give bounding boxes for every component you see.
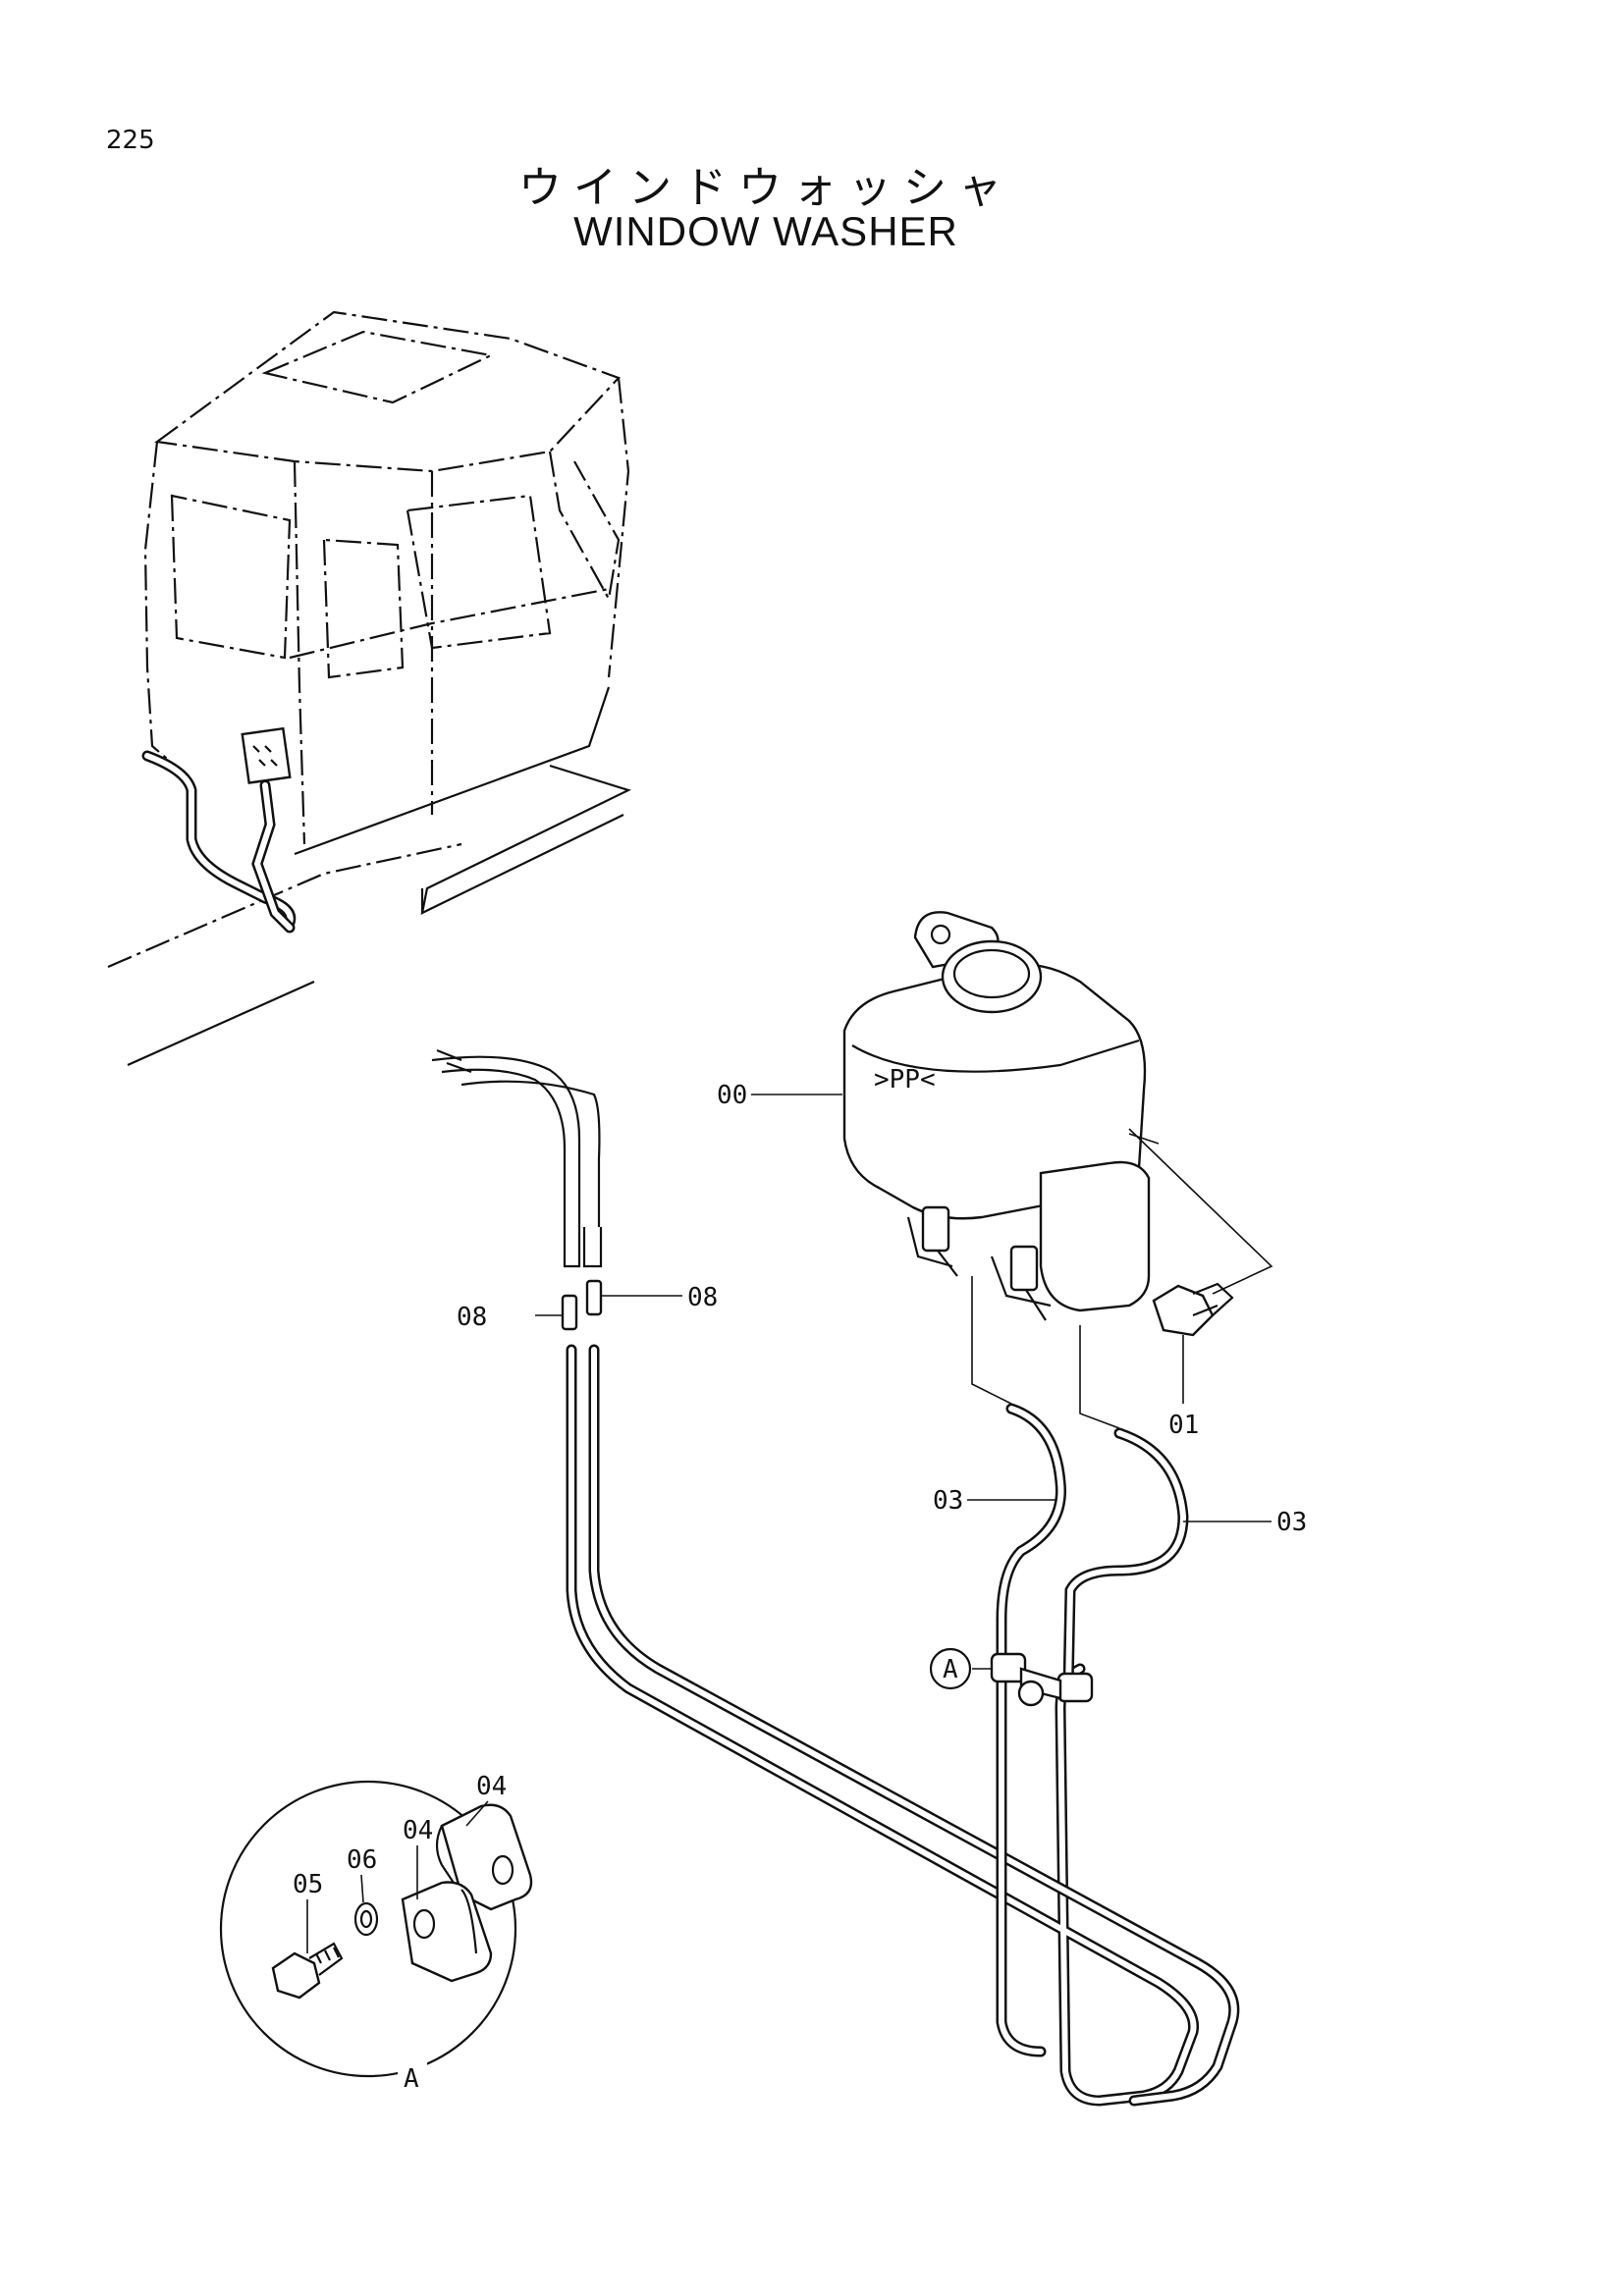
bolt-icon xyxy=(271,1942,344,2000)
callout-03-right: 03 xyxy=(1276,1508,1307,1537)
callout-06: 06 xyxy=(347,1845,377,1875)
callout-a-reference: A xyxy=(943,1655,958,1684)
clamp-icon xyxy=(990,1652,1094,1707)
leader-lines xyxy=(306,1094,1272,1953)
page-title: WINDOW WASHER xyxy=(573,208,958,254)
detail-reference-circle xyxy=(929,1647,972,1690)
page-number: 225 xyxy=(106,126,155,155)
callout-08-left: 08 xyxy=(457,1303,487,1332)
callout-04-upper: 04 xyxy=(476,1772,507,1801)
joint-right xyxy=(585,1279,603,1316)
page-title-japanese: ウインドウォッシャ xyxy=(518,163,1013,213)
callout-01: 01 xyxy=(1168,1411,1199,1440)
clamp-plate-upper xyxy=(435,1803,533,1911)
joint-left xyxy=(561,1294,578,1331)
tank-marking: >PP< xyxy=(874,1065,936,1095)
callout-04-lower: 04 xyxy=(403,1816,433,1845)
callout-08-right: 08 xyxy=(687,1283,718,1312)
bolt-icon xyxy=(1152,1282,1234,1337)
detail-a xyxy=(219,1780,533,2078)
washer-tank-illustration xyxy=(842,911,1273,1337)
callout-00: 00 xyxy=(717,1081,747,1110)
clamp-plate-lower xyxy=(401,1881,493,1983)
washer-icon xyxy=(353,1901,379,1937)
callout-05: 05 xyxy=(293,1870,323,1899)
cab-illustration xyxy=(107,310,631,1067)
detail-a-label: A xyxy=(404,2064,419,2094)
hose-routing xyxy=(431,1048,1240,2107)
callout-03-left: 03 xyxy=(933,1486,963,1516)
